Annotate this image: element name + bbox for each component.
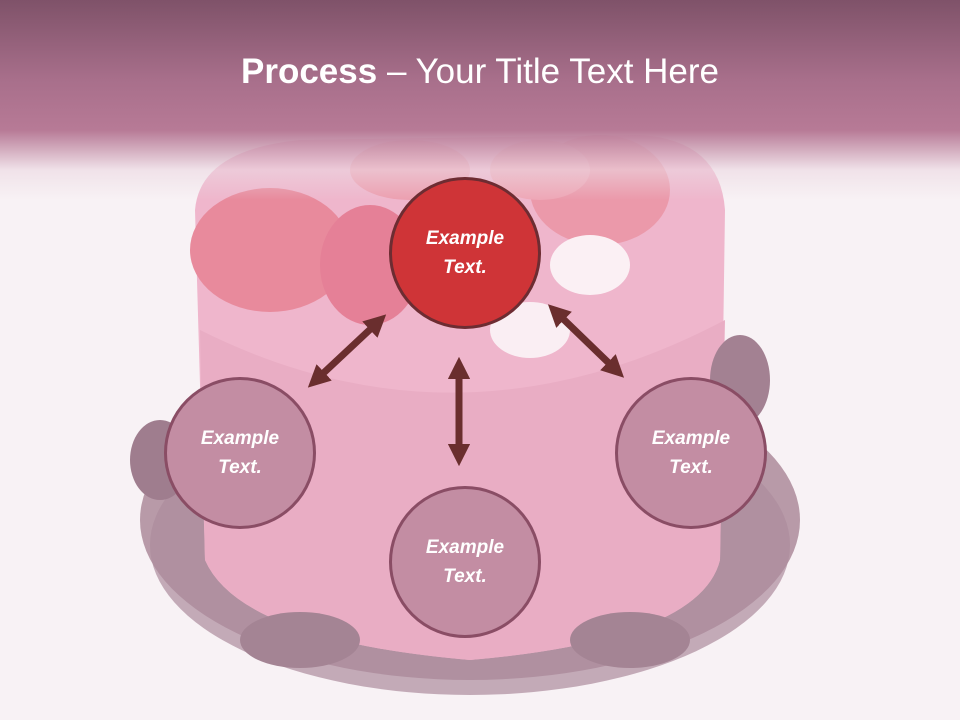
arrow-top-left (307, 314, 387, 388)
slide-title: Process – Your Title Text Here (0, 52, 960, 92)
node-left: Example Text. (164, 377, 316, 529)
node-top: Example Text. (389, 177, 541, 329)
title-banner (0, 0, 960, 200)
arrow-top-right (547, 304, 625, 378)
title-rest: – Your Title Text Here (377, 52, 719, 91)
node-right: Example Text. (615, 377, 767, 529)
title-bold: Process (241, 52, 378, 91)
node-bottom: Example Text. (389, 486, 541, 638)
